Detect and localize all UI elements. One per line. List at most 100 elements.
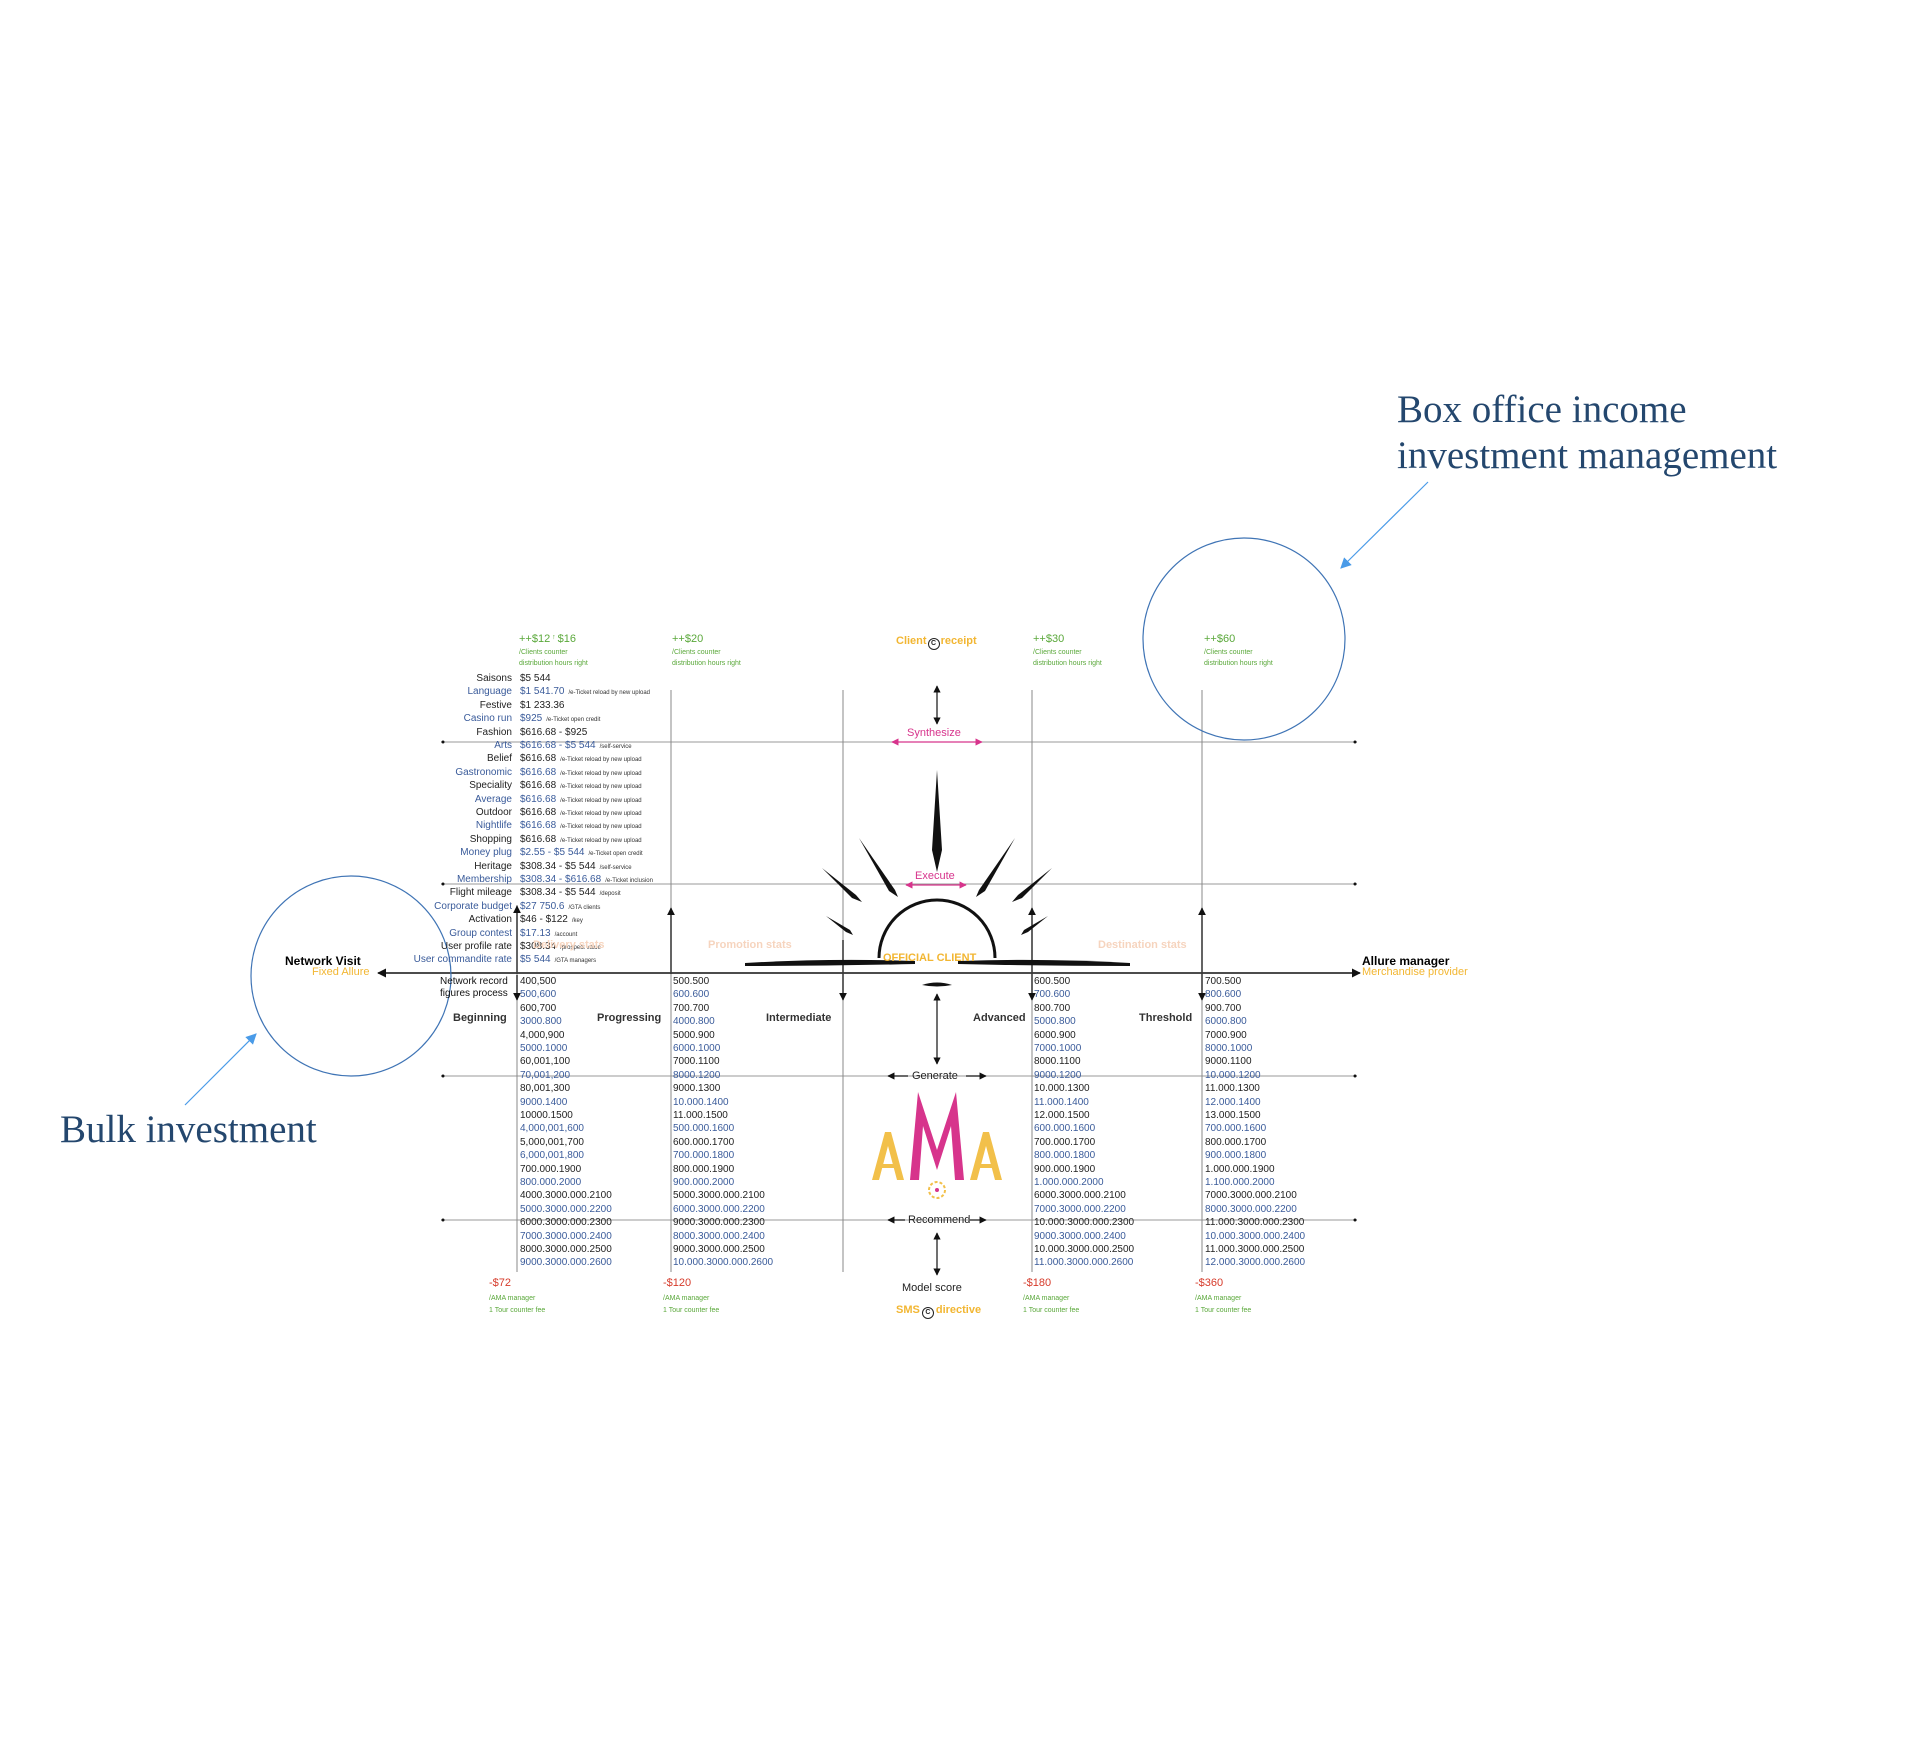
top-price-4-line2: distribution hours right [1204,660,1273,667]
category-price: $616.68 - $5 544 [520,740,596,751]
column-1-value: 4,000,900 [520,1029,565,1041]
column-3-value: 7000.3000.000.2200 [1034,1203,1126,1215]
column-4-value: 11.000.3000.000.2300 [1205,1217,1305,1229]
bottom-fee-1-line1: /AMA manager [489,1295,536,1302]
column-4-value: 800.600 [1205,989,1242,1001]
category-name: User profile rate [440,941,512,952]
column-3-value: 5000.800 [1034,1016,1076,1028]
axis-arrows [513,905,1206,1001]
merchandise-provider-label: Merchandise provider [1362,966,1468,978]
stage-advanced: Advanced [973,1012,1026,1024]
column-3-value: 10.000.1300 [1034,1083,1090,1095]
model-score-label: Model score [902,1282,962,1294]
bottom-fee-2-line2: 1 Tour counter fee [663,1307,720,1314]
destination-stats-label: Destination stats [1098,939,1187,951]
category-price: $308.34 - $616.68 [520,874,602,885]
top-price-1: ++$12 ↑ $16 [519,633,576,645]
column-3-value: 9000.3000.000.2400 [1034,1230,1126,1242]
box-office-circle [1142,537,1346,741]
category-name: Fashion [476,726,512,738]
column-2-value: 8000.3000.000.2400 [673,1230,765,1242]
category-name: Festive [479,699,512,711]
category-note: /e-Ticket open credit [546,717,601,724]
category-price: $1 541.70 [520,686,565,698]
column-4-value: 1.000.000.1900 [1205,1163,1275,1175]
generate-label: Generate [912,1070,958,1082]
ama-logo [872,1092,1002,1199]
category-name: Arts [494,740,512,751]
column-2-value: 500.000.1600 [673,1123,735,1135]
column-1-value: 700.000.1900 [520,1163,582,1175]
column-2-value: 6000.3000.000.2200 [673,1203,765,1215]
category-price: $17.13 [520,927,551,939]
category-note: /GTA clients [568,904,601,911]
column-1-value: 400,500 [520,976,557,987]
category-name: Corporate budget [434,900,512,912]
category-price: $925 [520,713,543,725]
category-note: /e-Ticket inclusion [605,878,653,884]
category-price: $616.68 [520,820,557,832]
column-2-value: 800.000.1900 [673,1163,735,1175]
category-note: /e-Ticket reload by new upload [560,837,642,844]
category-price-row: $1 541.70/e-Ticket reload by new upload [520,687,650,697]
category-name: Language [467,686,513,698]
category-name: Saisons [476,673,512,684]
stage-beginning: Beginning [453,1012,507,1024]
category-price-row: $616.68/e-Ticket reload by new upload [520,821,642,831]
promotion-stats-label: Promotion stats [708,939,792,951]
column-4-value: 800.000.1700 [1205,1136,1267,1148]
category-price-row: $2.55 - $5 544/e-Ticket open credit [520,848,643,858]
top-price-3-line2: distribution hours right [1033,660,1102,667]
column-4-value: 8000.1000 [1205,1043,1253,1054]
category-price-row: $308.34 - $5 544/self-service [520,861,632,872]
column-1-value: 9000.1400 [520,1096,568,1108]
bottom-fee-3-line1: /AMA manager [1023,1295,1070,1302]
column-3-value: 6000.900 [1034,1029,1076,1041]
column-4-value: 8000.3000.000.2200 [1205,1203,1297,1215]
execute-label: Execute [915,870,955,882]
delivery-stats-label: Delivery stats [533,939,605,951]
category-name: Group contest [449,927,512,939]
column-3-value: 6000.3000.000.2100 [1034,1190,1126,1202]
column-2-value: 9000.3000.000.2500 [673,1244,765,1255]
column-3-value: 600.500 [1034,976,1071,987]
column-2-value: 8000.1200 [673,1069,721,1081]
column-3-value: 600.000.1600 [1034,1123,1096,1135]
column-1-value: 600,700 [520,1002,557,1014]
box-office-arrow [1340,481,1429,569]
column-3-value: 12.000.1500 [1034,1110,1090,1121]
column-1-value: 6000.3000.000.2300 [520,1217,612,1229]
column-3-value: 700.600 [1034,989,1071,1001]
column-1-value: 5000.3000.000.2200 [520,1203,612,1215]
category-note: /prospect value [560,945,601,951]
column-3-value: 11.000.3000.000.2600 [1034,1257,1134,1269]
category-note: /e-Ticket reload by new upload [560,770,642,777]
official-client-label: OFFICIAL CLIENT [883,952,977,964]
column-2-value: 11.000.1500 [673,1110,728,1121]
category-name: Nightlife [475,820,512,832]
category-price: $308.34 - $5 544 [520,887,596,899]
stage-threshold: Threshold [1139,1012,1193,1024]
synthesize-label: Synthesize [907,727,961,739]
category-price-row: $27 750.6/GTA clients [520,901,601,912]
category-name: Shopping [469,833,512,845]
category-price-row: $616.68/e-Ticket reload by new upload [520,754,642,764]
top-price-2-line2: distribution hours right [672,660,741,667]
category-price: $308.34 [520,941,557,952]
category-price-row: $616.68/e-Ticket reload by new upload [520,767,642,778]
category-price-row: $616.68 - $5 544/self-service [520,741,632,751]
column-1-value: 4000.3000.000.2100 [520,1190,612,1202]
category-price: $616.68 [520,793,557,805]
column-4-value: 10.000.3000.000.2400 [1205,1230,1306,1242]
category-name: Flight mileage [449,887,512,899]
category-note: /e-Ticket open credit [588,851,643,858]
sun-graphic [745,770,1130,987]
category-note: /self-service [599,864,632,871]
column-2-value: 6000.1000 [673,1043,721,1054]
column-4-value: 11.000.3000.000.2500 [1205,1244,1305,1255]
category-note: /e-Ticket reload by new upload [560,797,642,804]
category-name: Casino run [463,713,512,725]
column-2-value: 600.600 [673,989,710,1001]
